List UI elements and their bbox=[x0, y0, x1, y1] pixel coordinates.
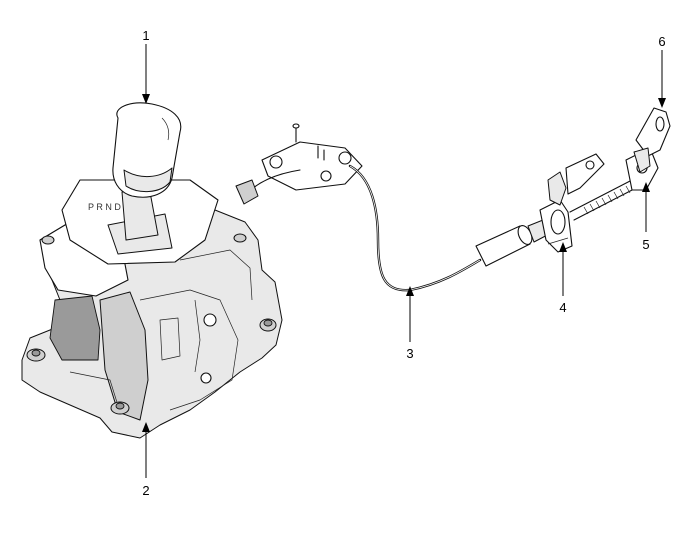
callout-2: 2 bbox=[142, 422, 150, 498]
lever-housing-window bbox=[49, 295, 101, 361]
callout-label-2: 2 bbox=[142, 483, 149, 498]
lever-housing-side bbox=[99, 291, 149, 421]
callout-4: 4 bbox=[559, 242, 567, 315]
shift-cable bbox=[348, 164, 554, 292]
cable-bracket bbox=[235, 123, 363, 205]
mounting-bolts bbox=[26, 233, 277, 415]
cable-end-bracket bbox=[539, 153, 605, 253]
callout-6: 6 bbox=[658, 34, 666, 108]
callout-label-5: 5 bbox=[642, 237, 649, 252]
callout-5: 5 bbox=[642, 182, 650, 252]
callout-1: 1 bbox=[142, 28, 150, 104]
callout-label-6: 6 bbox=[658, 34, 665, 49]
svg-text:P R N D: P R N D bbox=[88, 202, 121, 212]
adjuster-threads bbox=[583, 185, 631, 215]
manual-control-lever bbox=[633, 107, 671, 173]
callout-label-1: 1 bbox=[142, 28, 149, 43]
shift-lever-assembly: P R N D bbox=[21, 102, 283, 439]
callout-label-4: 4 bbox=[559, 300, 566, 315]
callout-3: 3 bbox=[406, 286, 414, 361]
callout-label-3: 3 bbox=[406, 346, 413, 361]
